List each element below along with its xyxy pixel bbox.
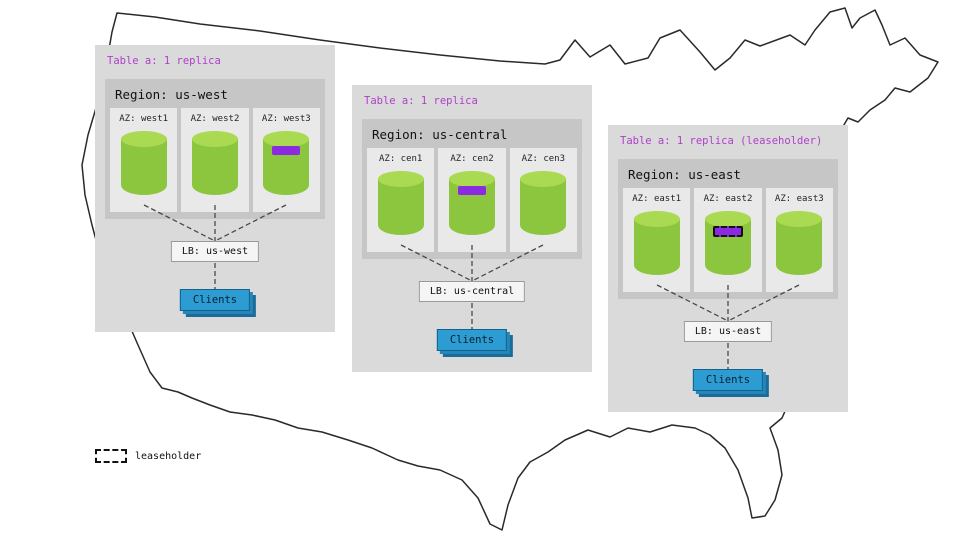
az-box: AZ: cen3 — [509, 148, 577, 252]
region-panel-us-central: Table a: 1 replica Region: us-central AZ… — [352, 85, 592, 372]
region-title: Region: us-central — [372, 127, 508, 142]
az-box: AZ: east3 — [765, 188, 833, 292]
load-balancer-box: LB: us-west — [170, 241, 260, 262]
db-cylinder-body — [633, 219, 680, 275]
az-box: AZ: west1 — [110, 108, 178, 212]
legend: leaseholder — [95, 449, 201, 463]
legend-label: leaseholder — [135, 450, 202, 462]
az-box: AZ: west2 — [181, 108, 249, 212]
region-box: Region: us-east AZ: east1 AZ: east2 — [618, 159, 838, 299]
db-cylinder — [120, 131, 167, 203]
az-box: AZ: east2 — [694, 188, 762, 292]
db-cylinder — [377, 171, 424, 243]
db-cylinder-body — [191, 139, 238, 195]
db-cylinder-body — [776, 219, 823, 275]
table-replica-title: Table a: 1 replica — [364, 95, 478, 107]
clients-box: Clients — [436, 329, 508, 351]
load-balancer-box: LB: us-central — [418, 281, 526, 302]
az-label: AZ: east2 — [703, 194, 753, 204]
region-box: Region: us-central AZ: cen1 AZ: cen2 — [362, 119, 582, 259]
az-row: AZ: west1 AZ: west2 AZ: west3 — [105, 108, 325, 212]
az-label: AZ: cen2 — [450, 154, 494, 164]
leaseholder-marker — [712, 226, 743, 237]
clients-box: Clients — [692, 369, 764, 391]
db-cylinder — [520, 171, 567, 243]
db-cylinder — [263, 131, 310, 203]
region-panel-us-east: Table a: 1 replica (leaseholder) Region:… — [608, 125, 848, 412]
region-title: Region: us-west — [115, 87, 228, 102]
db-cylinder — [633, 211, 680, 283]
db-cylinder-top — [776, 211, 823, 227]
az-box: AZ: cen1 — [367, 148, 435, 252]
replica-marker — [457, 186, 486, 195]
db-cylinder-top — [263, 131, 310, 147]
az-box: AZ: west3 — [252, 108, 320, 212]
az-label: AZ: east1 — [632, 194, 682, 204]
table-replica-title: Table a: 1 replica — [107, 55, 221, 67]
clients-box: Clients — [179, 289, 251, 311]
db-cylinder-top — [448, 171, 495, 187]
db-cylinder-body — [520, 179, 567, 235]
az-label: AZ: west3 — [261, 114, 311, 124]
db-cylinder — [776, 211, 823, 283]
az-label: AZ: east3 — [774, 194, 824, 204]
region-title: Region: us-east — [628, 167, 741, 182]
db-cylinder-top — [191, 131, 238, 147]
replica-marker — [272, 146, 301, 155]
db-cylinder-top — [520, 171, 567, 187]
db-cylinder-top — [704, 211, 751, 227]
region-panel-us-west: Table a: 1 replica Region: us-west AZ: w… — [95, 45, 335, 332]
az-box: AZ: east1 — [623, 188, 691, 292]
db-cylinder-top — [633, 211, 680, 227]
db-cylinder-body — [120, 139, 167, 195]
az-label: AZ: cen3 — [521, 154, 565, 164]
az-row: AZ: east1 AZ: east2 AZ: east3 — [618, 188, 838, 292]
az-label: AZ: west2 — [190, 114, 240, 124]
az-box: AZ: cen2 — [438, 148, 506, 252]
db-cylinder-body — [377, 179, 424, 235]
db-cylinder-top — [377, 171, 424, 187]
leaseholder-swatch-icon — [95, 449, 127, 463]
az-row: AZ: cen1 AZ: cen2 AZ: cen3 — [362, 148, 582, 252]
table-replica-title: Table a: 1 replica (leaseholder) — [620, 135, 823, 147]
az-label: AZ: cen1 — [378, 154, 423, 164]
db-cylinder-top — [120, 131, 167, 147]
az-label: AZ: west1 — [119, 114, 169, 124]
db-cylinder — [191, 131, 238, 203]
region-box: Region: us-west AZ: west1 AZ: west2 — [105, 79, 325, 219]
db-cylinder — [704, 211, 751, 283]
db-cylinder — [448, 171, 495, 243]
load-balancer-box: LB: us-east — [683, 321, 773, 342]
